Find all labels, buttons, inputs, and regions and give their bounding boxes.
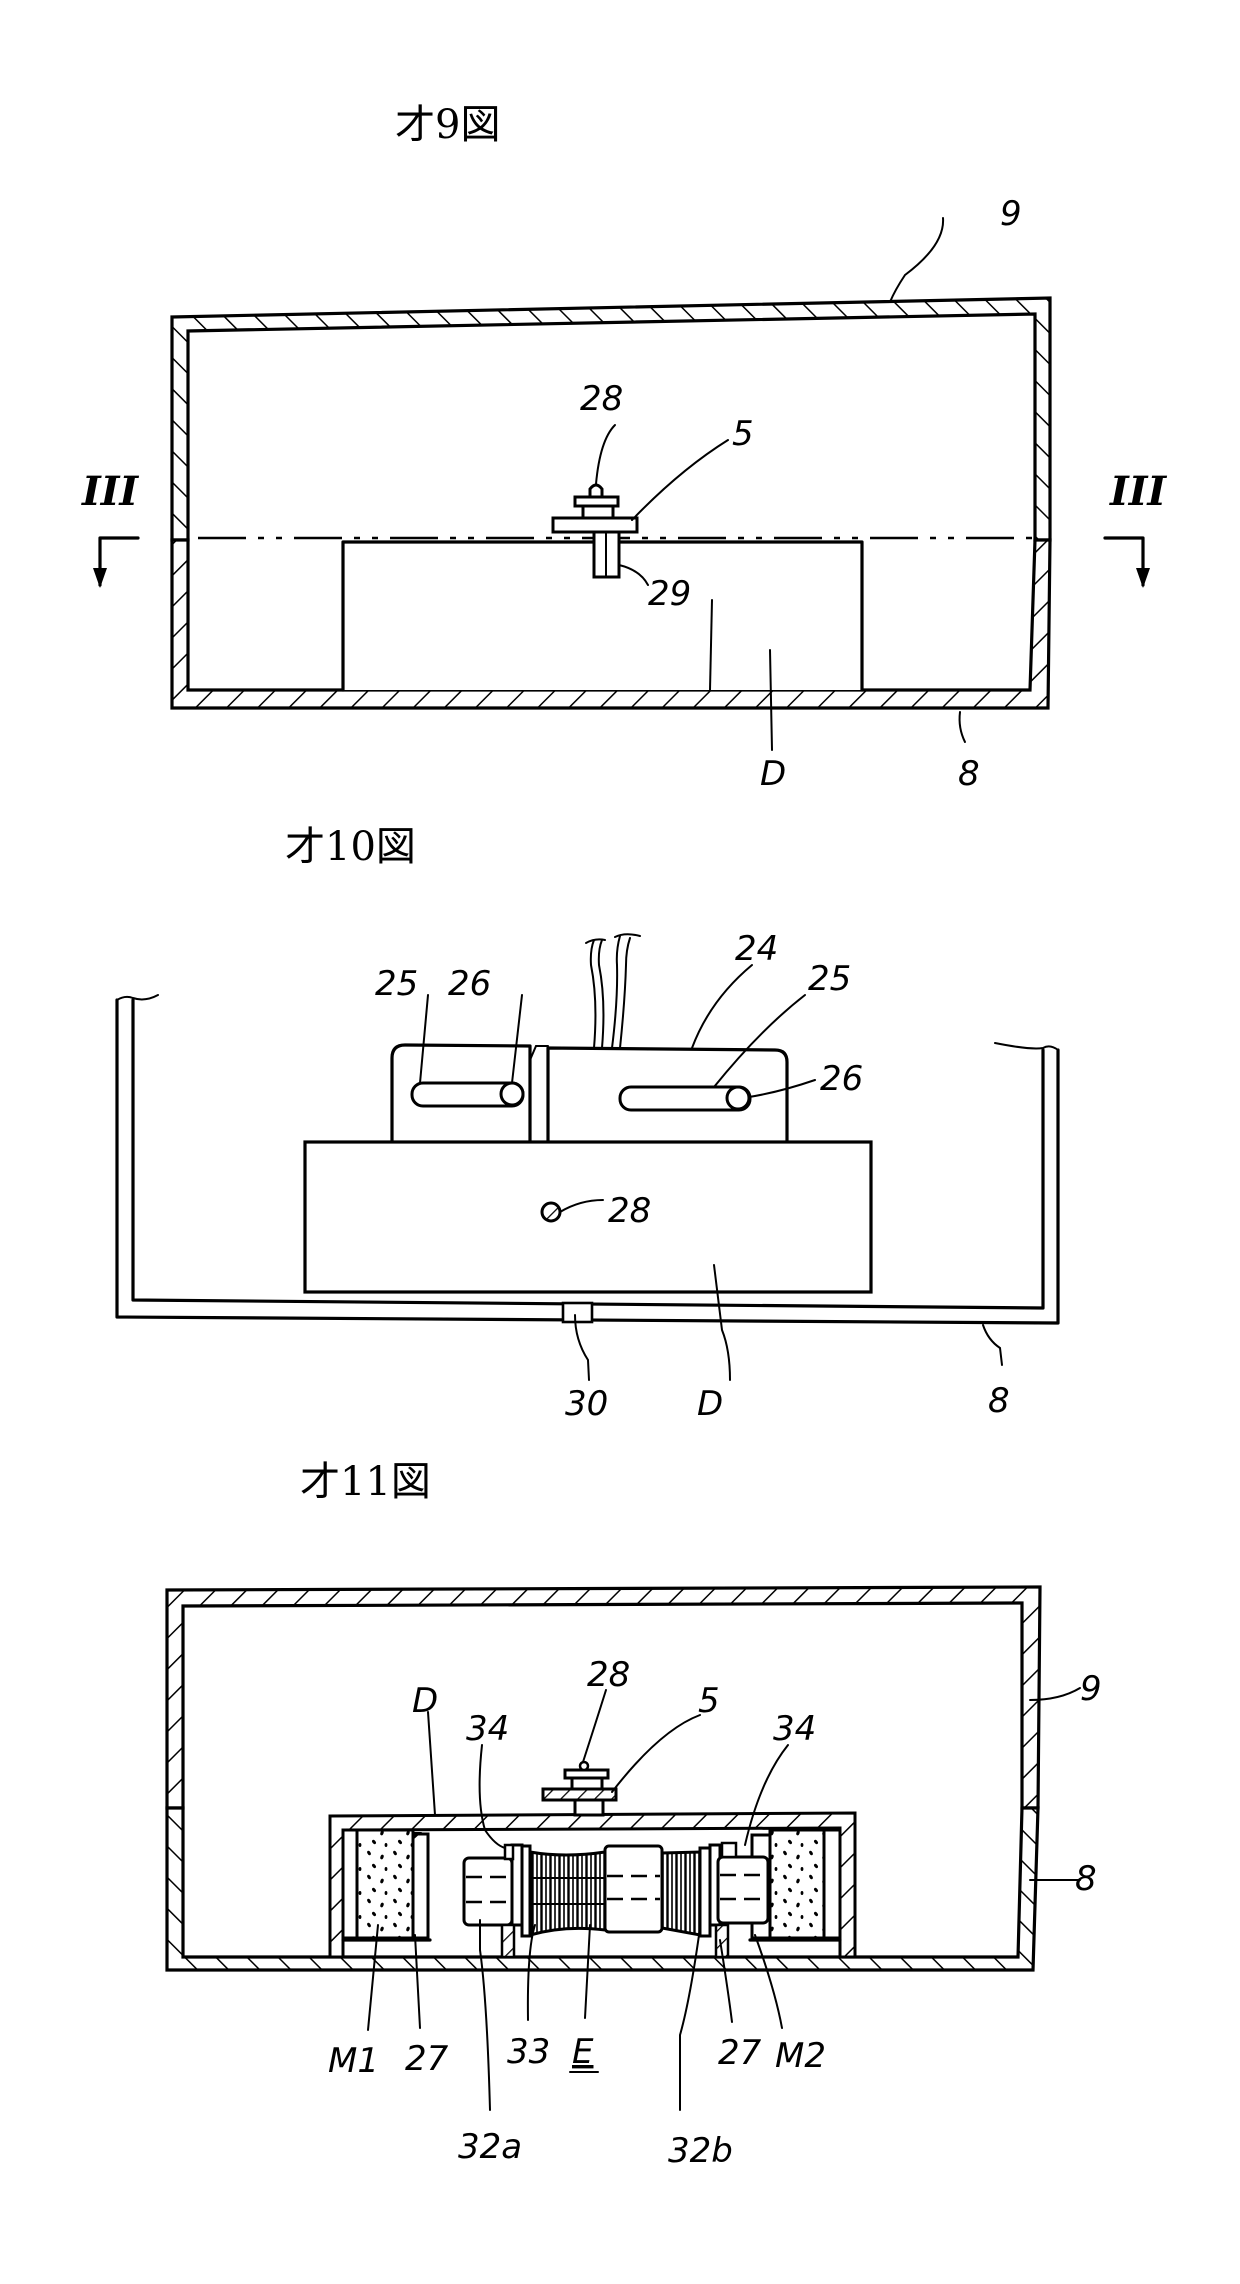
core-32b — [716, 1855, 770, 1925]
label-24: 24 — [735, 929, 778, 969]
label-32b: 32b — [668, 2131, 733, 2171]
bracket-left — [390, 1043, 532, 1144]
screw-assembly — [551, 483, 639, 579]
label-33: 33 — [507, 2032, 550, 2072]
magnet-M2 — [768, 1828, 826, 1940]
figure-title: 才9図 — [395, 102, 500, 148]
label-E: E — [572, 2032, 594, 2072]
magnet-M1 — [355, 1828, 415, 1940]
label-9: 9 — [1080, 1669, 1102, 1709]
label-26-left: 26 — [448, 964, 491, 1004]
label-5: 5 — [732, 414, 754, 454]
figure-10: 才10図 — [115, 824, 1060, 1424]
label-8: 8 — [1075, 1859, 1097, 1899]
label-28: 28 — [580, 379, 623, 419]
spacer-27-left — [411, 1832, 430, 1940]
label-9: 9 — [1000, 194, 1022, 234]
label-8: 8 — [988, 1381, 1010, 1421]
housing-base-8 — [170, 538, 1052, 710]
figure-9: 才9図 III III — [81, 102, 1167, 794]
bracket-right-24 — [546, 1046, 789, 1149]
label-25-left: 25 — [375, 964, 418, 1004]
label-D-fig9: D — [760, 754, 786, 794]
coil-33 — [528, 1850, 607, 1937]
block-30 — [561, 1301, 594, 1324]
element-E — [462, 1841, 770, 1959]
section-arrow-left-icon — [98, 536, 140, 587]
housing-base-8 — [165, 1806, 1040, 1972]
device-D — [303, 1140, 873, 1294]
label-M1: M1 — [328, 2041, 379, 2081]
pin-26-left — [499, 1081, 525, 1107]
figure-11: 才11図 — [165, 1459, 1102, 2171]
label-M2: M2 — [775, 2036, 826, 2076]
label-32a: 32a — [458, 2127, 522, 2167]
label-30: 30 — [565, 1384, 608, 1424]
figure-title: 才11図 — [300, 1459, 431, 1505]
lead-wires — [585, 933, 641, 1049]
label-D: D — [412, 1681, 438, 1721]
pin-26-right — [725, 1085, 751, 1111]
label-5: 5 — [698, 1681, 720, 1721]
screw-28 — [540, 1201, 562, 1223]
label-27-left: 27 — [405, 2039, 449, 2079]
label-26-right: 26 — [820, 1059, 863, 1099]
label-28: 28 — [608, 1191, 651, 1231]
label-27-right: 27 — [718, 2033, 762, 2073]
screw-assembly — [541, 1760, 618, 1817]
label-34-left: 34 — [466, 1709, 509, 1749]
section-mark-right: III — [1109, 468, 1167, 515]
label-28: 28 — [587, 1655, 630, 1695]
label-8: 8 — [958, 754, 980, 794]
section-arrow-right-icon — [1103, 536, 1145, 587]
section-mark-left: III — [81, 468, 139, 515]
figure-title: 才10図 — [285, 824, 416, 870]
label-25-right: 25 — [808, 959, 851, 999]
label-29: 29 — [648, 574, 691, 614]
core-32a — [462, 1856, 514, 1927]
label-D: D — [697, 1384, 723, 1424]
label-34-right: 34 — [773, 1709, 816, 1749]
